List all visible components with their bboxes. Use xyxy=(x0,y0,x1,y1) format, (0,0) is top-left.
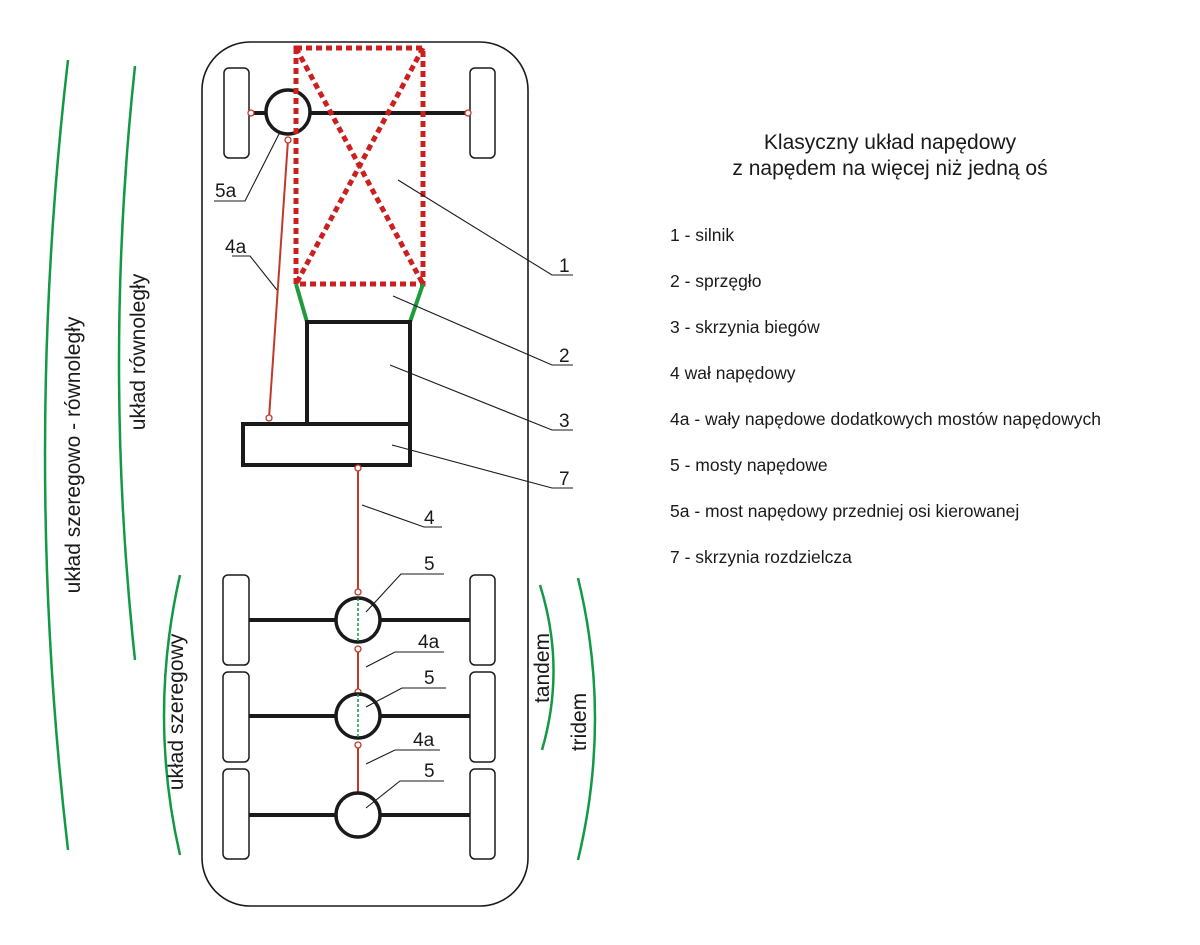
callout-2: 2 xyxy=(559,346,570,367)
rear-axle-1-left-wheel xyxy=(222,574,250,666)
front-shaft-joint-low xyxy=(265,414,273,422)
front-axle-joint-right xyxy=(464,109,472,117)
rear-drive-axle-3 xyxy=(334,791,382,839)
main-shaft-joint-top xyxy=(354,464,362,472)
bracket-series-parallel xyxy=(43,59,70,851)
callout-5-rear-2: 5 xyxy=(424,668,435,689)
diagram-title: Klasyczny układ napędowy z napędem na wi… xyxy=(640,130,1140,182)
title-line-1: Klasyczny układ napędowy xyxy=(763,131,1017,154)
legend: 1 - silnik 2 - sprzęgło 3 - skrzynia bie… xyxy=(670,222,1101,590)
clutch xyxy=(294,283,425,323)
rear-axle-2-right-wheel xyxy=(469,671,496,763)
callout-4: 4 xyxy=(424,508,435,529)
legend-item: 5a - most napędowy przedniej osi kierowa… xyxy=(670,501,1020,521)
rear-axle-3-left-wheel xyxy=(222,768,250,860)
title-line-2: z napędem na więcej niż jedną oś xyxy=(732,157,1048,180)
rear-axle-1-right-wheel xyxy=(469,574,496,666)
main-shaft-joint-bottom xyxy=(354,588,362,596)
transfer-case xyxy=(241,422,412,467)
rear-axle-3-right-wheel xyxy=(469,768,496,860)
rear-axle-2-left-wheel xyxy=(222,671,250,763)
legend-item: 1 - silnik xyxy=(670,225,735,245)
group-brackets xyxy=(43,59,597,861)
bracket-parallel xyxy=(117,65,137,661)
engine xyxy=(293,45,426,287)
leader-lines xyxy=(214,131,573,809)
legend-item: 7 - skrzynia rozdzielcza xyxy=(670,547,852,567)
label-series-parallel: układ szeregowo - równoległy xyxy=(62,316,85,593)
callout-5a: 5a xyxy=(215,181,237,202)
front-right-wheel xyxy=(469,67,496,159)
callout-3: 3 xyxy=(559,411,570,432)
front-shaft-joint-high xyxy=(284,136,292,144)
front-axle-joint-left xyxy=(247,109,255,117)
legend-item: 5 - mosty napędowe xyxy=(670,455,828,475)
bracket-series xyxy=(162,574,182,856)
legend-item: 4a - wały napędowe dodatkowych mostów na… xyxy=(670,409,1101,429)
bracket-tandem xyxy=(538,584,555,751)
label-series: układ szeregowy xyxy=(165,633,188,790)
legend-item: 4 wał napędowy xyxy=(670,363,796,383)
front-drive-axle-5a xyxy=(264,88,312,136)
legend-item: 2 - sprzęgło xyxy=(670,271,762,291)
callout-5-rear-3: 5 xyxy=(424,761,435,782)
bracket-tridem xyxy=(576,577,597,861)
callout-4a-rear-2: 4a xyxy=(413,730,435,751)
callout-4a-rear-1: 4a xyxy=(418,632,440,653)
legend-item: 3 - skrzynia biegów xyxy=(670,317,820,337)
callout-1: 1 xyxy=(559,256,570,277)
label-tandem: tandem xyxy=(531,633,554,703)
inter-axle-shaft-1-joint-top xyxy=(354,645,362,653)
gearbox xyxy=(305,320,412,426)
callout-4a-front: 4a xyxy=(225,237,247,258)
callout-5-rear-1: 5 xyxy=(424,554,435,575)
label-parallel: układ równoległy xyxy=(127,273,150,430)
vehicle-outline xyxy=(201,41,529,907)
inter-axle-shaft-2-joint-top xyxy=(354,741,362,749)
label-tridem: tridem xyxy=(568,693,591,751)
front-drive-shaft-4a xyxy=(268,139,289,419)
callout-7: 7 xyxy=(559,469,570,490)
front-left-wheel xyxy=(223,67,250,159)
